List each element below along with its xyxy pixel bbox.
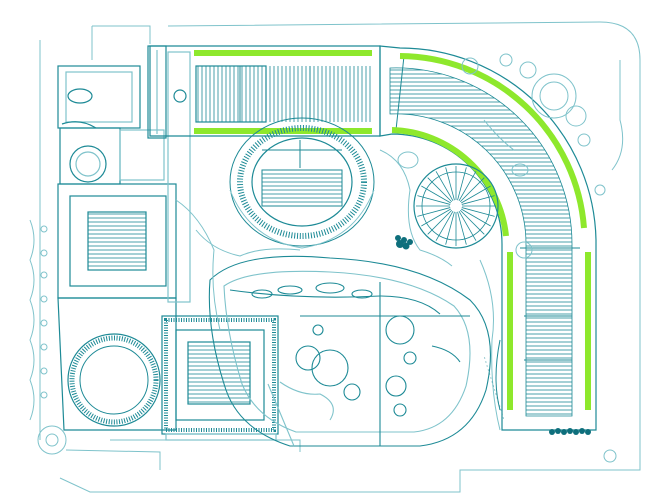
pavilion-spoke xyxy=(460,185,491,204)
shrub-clusters xyxy=(395,235,591,435)
pavilion-spoke xyxy=(427,209,453,235)
pavilion-spoke xyxy=(457,211,467,245)
left-buildings xyxy=(57,45,191,431)
pavilion-spoke xyxy=(421,208,452,227)
amphitheater xyxy=(229,117,375,249)
pavilion-spoke xyxy=(417,195,451,205)
pavilion-spoke xyxy=(458,171,477,202)
radial-pavilion xyxy=(413,163,499,249)
pavilion-spoke xyxy=(421,185,452,204)
pavilion-spoke xyxy=(427,177,453,203)
green-planting-strips xyxy=(194,50,591,410)
pavilion-spoke xyxy=(457,167,467,201)
tree-clusters xyxy=(461,53,606,259)
curved-boardwalk xyxy=(149,45,597,431)
pavilion-spoke xyxy=(459,177,485,203)
garden-paths xyxy=(175,119,529,431)
pavilion-spoke xyxy=(435,171,454,202)
pavilion-spoke xyxy=(445,167,455,201)
pavilion-spoke xyxy=(460,208,491,227)
square-pavilion xyxy=(161,315,279,441)
pavilion-spoke xyxy=(461,195,495,205)
site-boundary xyxy=(29,21,641,493)
pavilion-spoke xyxy=(417,207,451,217)
circular-plaza xyxy=(67,333,161,427)
pavilion-spoke xyxy=(459,209,485,235)
pavilion-spoke xyxy=(435,210,454,241)
pavilion-spoke xyxy=(458,210,477,241)
pavilion-spoke xyxy=(445,211,455,245)
oval-garden-island xyxy=(208,255,491,447)
pavilion-spoke xyxy=(461,207,495,217)
